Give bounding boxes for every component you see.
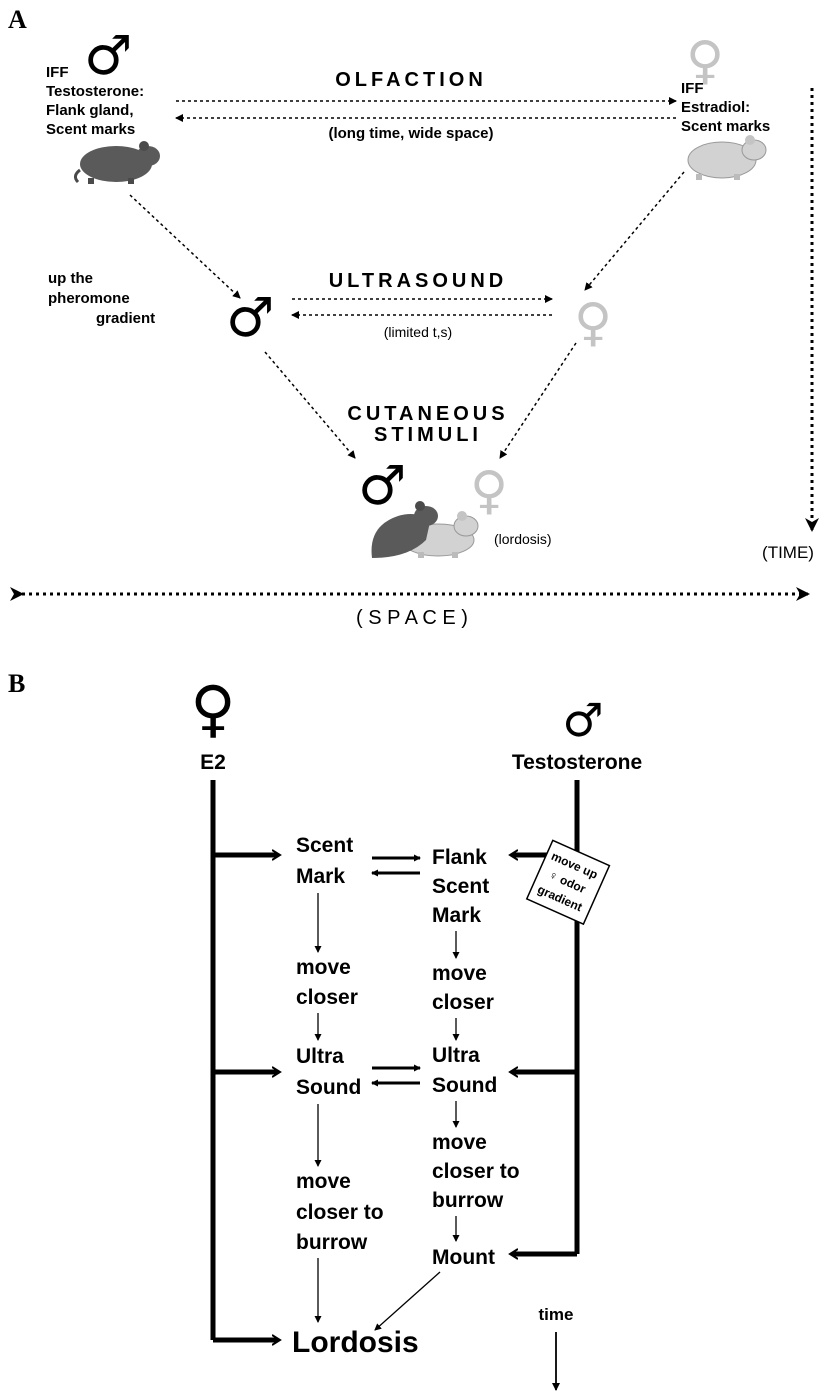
gradient-label-line: gradient <box>96 310 155 327</box>
female-step-move-closer: closer <box>296 986 358 1009</box>
male-symbol-middle: ♂ <box>226 286 274 349</box>
female-top-label-line: Estradiol: <box>681 99 750 116</box>
time-axis-label: (TIME) <box>762 543 814 562</box>
female-step-move-closer-burrow: closer to <box>296 1201 384 1224</box>
male-step-move-closer: move <box>432 962 487 985</box>
male-symbol-bottom: ♂ <box>358 454 406 517</box>
male-step-move-closer-burrow: move <box>432 1131 487 1154</box>
female-hormone-label: E2 <box>200 751 226 774</box>
male-step-ultra-sound: Ultra <box>432 1044 480 1067</box>
female-top-label-line: IFF <box>681 80 704 97</box>
gradient-label: up the pheromone gradient <box>48 270 155 327</box>
male-approach-arrow-1 <box>130 195 240 298</box>
female-step-scent-mark: Scent <box>296 834 353 857</box>
male-rodent-top <box>75 141 160 184</box>
female-step-move-closer-burrow: move <box>296 1170 351 1193</box>
mount-to-lordosis-arrow <box>375 1272 440 1330</box>
male-step-flank-scent-mark: Mark <box>432 904 481 927</box>
male-top-label-line: Flank gland, <box>46 102 134 119</box>
female-symbol-b: ♀ <box>190 672 235 745</box>
female-symbol-middle: ♀ <box>574 293 612 353</box>
ultrasound-label: ULTRASOUND <box>329 270 508 292</box>
panel-b: B ♀ E2 ♂ Testosterone move up ♀ odor gra… <box>8 669 642 1390</box>
gradient-label-line: pheromone <box>48 290 130 307</box>
female-step-lordosis: Lordosis <box>292 1326 419 1359</box>
male-symbol-b: ♂ <box>562 693 603 747</box>
male-top-label-line: IFF <box>46 64 69 81</box>
male-hormone-label: Testosterone <box>512 751 642 774</box>
female-step-ultra-sound: Sound <box>296 1076 361 1099</box>
male-top-label-line: Testosterone: <box>46 83 144 100</box>
female-step-ultra-sound: Ultra <box>296 1045 344 1068</box>
female-top-label: IFF Estradiol: Scent marks <box>681 80 770 135</box>
male-step-mount: Mount <box>432 1246 495 1269</box>
male-step-flank-scent-mark: Flank <box>432 846 487 869</box>
female-steps: Scent Mark move closer Ultra Sound move … <box>296 834 384 1254</box>
male-symbol-top: ♂ <box>84 24 132 87</box>
male-step-move-closer: closer <box>432 991 494 1014</box>
panel-a: A ♂ IFF Testosterone: Flank gland, Scent… <box>8 5 814 629</box>
cutaneous-label-line: CUTANEOUS <box>347 403 508 425</box>
male-steps: Flank Scent Mark move closer Ultra Sound… <box>432 846 520 1269</box>
gradient-label-line: up the <box>48 270 93 287</box>
female-symbol-bottom: ♀ <box>470 461 508 521</box>
female-top-label-line: Scent marks <box>681 118 770 135</box>
cutaneous-label: CUTANEOUS STIMULI <box>347 403 508 446</box>
male-step-move-closer-burrow: closer to <box>432 1160 520 1183</box>
cutaneous-label-line: STIMULI <box>374 424 482 446</box>
female-rodent-top <box>688 135 766 180</box>
lordosis-note: (lordosis) <box>494 531 552 547</box>
male-approach-arrow-2 <box>265 352 355 458</box>
panel-a-letter: A <box>8 5 27 34</box>
male-step-ultra-sound: Sound <box>432 1074 497 1097</box>
female-step-move-closer: move <box>296 956 351 979</box>
olfaction-note: (long time, wide space) <box>328 125 493 142</box>
male-top-label-line: Scent marks <box>46 121 135 138</box>
female-step-scent-mark: Mark <box>296 865 345 888</box>
olfaction-label: OLFACTION <box>335 69 487 91</box>
female-approach-arrow-2 <box>500 343 576 458</box>
male-step-move-closer-burrow: burrow <box>432 1189 504 1212</box>
female-approach-arrow-1 <box>585 172 684 290</box>
male-step-flank-scent-mark: Scent <box>432 875 489 898</box>
panel-b-letter: B <box>8 669 25 698</box>
space-axis-label: ( S P A C E ) <box>356 607 468 629</box>
female-step-move-closer-burrow: burrow <box>296 1231 368 1254</box>
time-label: time <box>539 1305 574 1324</box>
ultrasound-note: (limited t,s) <box>384 324 452 340</box>
